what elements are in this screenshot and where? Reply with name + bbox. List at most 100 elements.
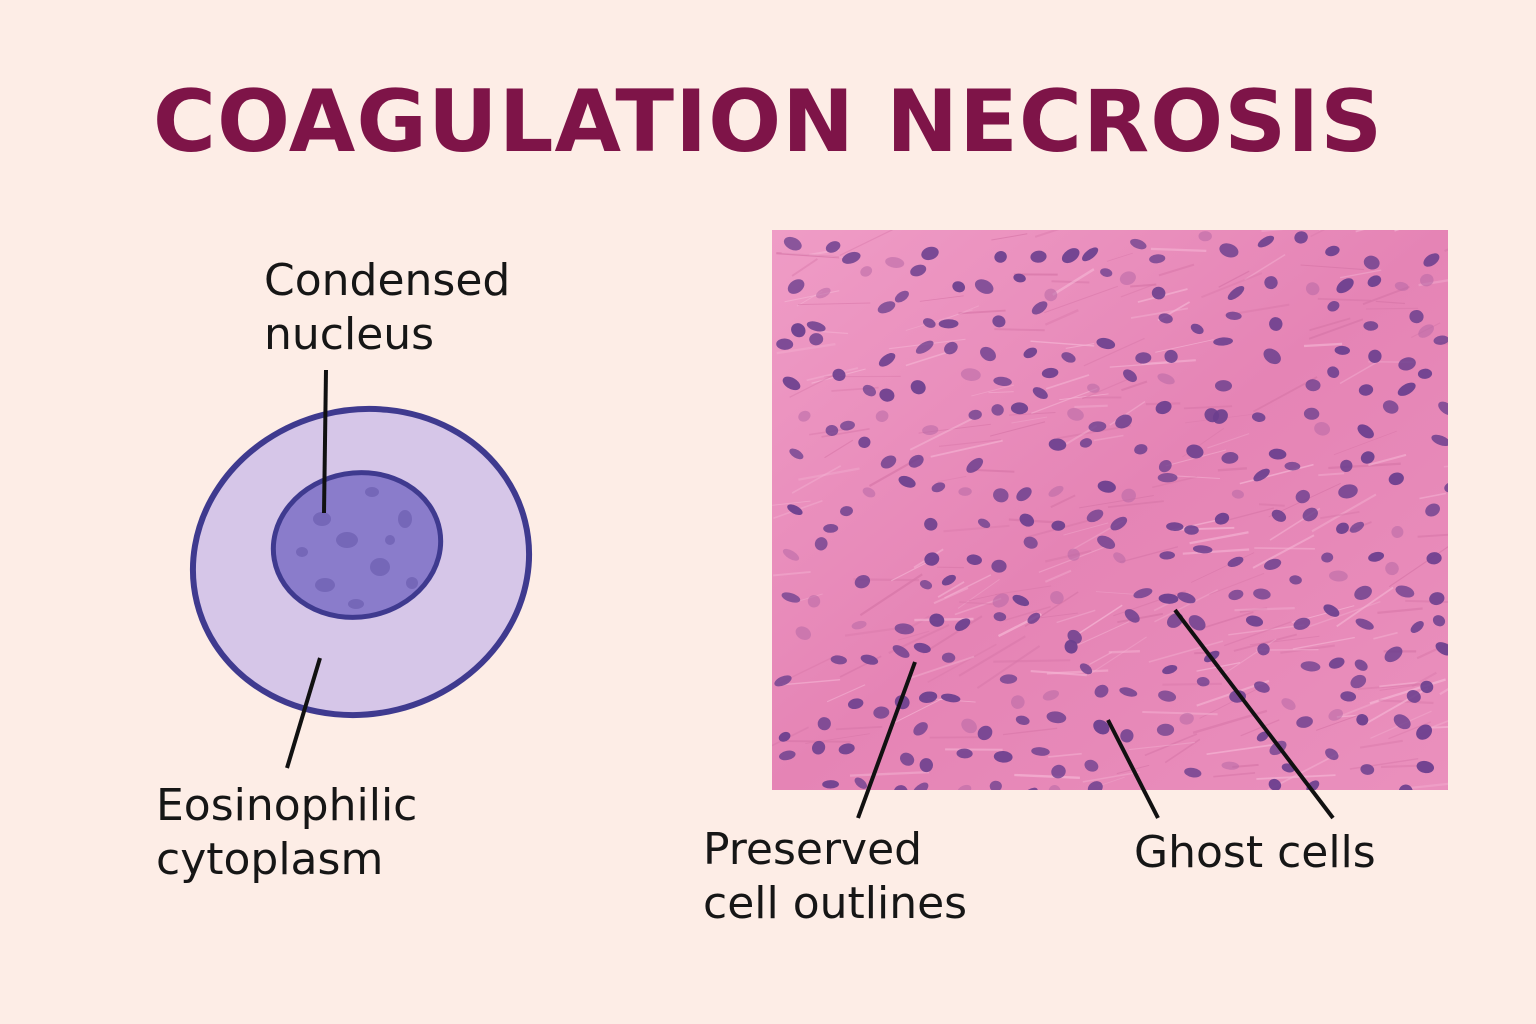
cytoplasm-leader-line — [285, 657, 322, 769]
stroma-fiber — [835, 725, 883, 731]
tissue-nucleus — [1162, 665, 1178, 675]
ghost-cell-nucleus — [860, 266, 873, 277]
tissue-nucleus — [1023, 347, 1038, 359]
tissue-nucleus — [1166, 522, 1184, 532]
stroma-fiber — [1311, 493, 1377, 533]
stroma-fiber — [897, 630, 930, 641]
stroma-fiber — [1201, 611, 1254, 630]
tissue-nucleus — [1300, 661, 1321, 672]
stroma-fiber — [1081, 378, 1130, 400]
stroma-fiber — [1308, 318, 1364, 340]
ghost-cell-nucleus — [1420, 273, 1434, 287]
ghost-cell-nucleus — [1418, 324, 1434, 338]
stroma-fiber — [791, 258, 818, 277]
ghost-cell-nucleus — [961, 718, 977, 734]
tissue-nucleus — [977, 518, 991, 528]
tissue-nucleus — [1425, 503, 1440, 517]
tissue-nucleus — [781, 592, 801, 603]
tissue-nucleus — [878, 352, 896, 367]
tissue-nucleus — [1382, 400, 1399, 414]
tissue-nucleus — [1433, 335, 1448, 345]
tissue-nucleus — [1221, 452, 1239, 464]
stroma-fiber — [824, 439, 854, 459]
ghost-cell-nucleus — [807, 595, 821, 608]
tissue-nucleus — [993, 488, 1009, 503]
stroma-fiber — [1162, 682, 1222, 686]
tissue-nucleus — [894, 290, 909, 303]
tissue-nucleus — [832, 368, 846, 381]
stroma-fiber — [1422, 726, 1448, 729]
stroma-fiber — [1014, 773, 1080, 779]
tissue-nucleus — [1019, 513, 1035, 527]
stroma-fiber — [1107, 500, 1164, 508]
ghost-cell-nucleus — [782, 548, 800, 561]
tissue-nucleus — [991, 404, 1004, 416]
tissue-nucleus — [1350, 674, 1367, 689]
tissue-nucleus — [1284, 461, 1301, 471]
tissue-nucleus — [919, 758, 934, 773]
stroma-fiber — [1063, 522, 1109, 536]
ghost-cell-nucleus — [1281, 698, 1296, 711]
tissue-nucleus — [1368, 551, 1385, 562]
stroma-fiber — [993, 659, 1071, 663]
stroma-fiber — [1223, 621, 1292, 647]
ghost-cell-nucleus — [1119, 271, 1136, 286]
tissue-nucleus — [1305, 379, 1321, 392]
stroma-fiber — [1300, 264, 1365, 271]
stroma-fiber — [930, 439, 1003, 458]
stroma-fiber — [919, 295, 964, 302]
tissue-nucleus — [1156, 723, 1175, 736]
tissue-nucleus — [968, 409, 982, 420]
tissue-nucleus — [778, 731, 791, 742]
tissue-nucleus — [840, 506, 853, 517]
ghost-cells-label: Ghost cells — [1134, 826, 1376, 880]
stroma-fiber — [1316, 714, 1361, 731]
stroma-fiber — [1190, 552, 1255, 583]
tissue-nucleus — [919, 580, 933, 590]
tissue-nucleus — [994, 251, 1007, 263]
tissue-nucleus — [862, 384, 876, 397]
stroma-fiber — [776, 342, 836, 355]
stroma-fiber — [1249, 635, 1320, 646]
stroma-fiber — [1073, 621, 1130, 648]
tissue-nucleus — [1368, 349, 1382, 363]
tissue-nucleus — [1213, 337, 1233, 346]
tissue-nucleus — [1032, 387, 1048, 400]
stroma-fiber — [1095, 591, 1136, 595]
tissue-nucleus — [1093, 719, 1110, 735]
tissue-nucleus — [779, 750, 796, 761]
stroma-fiber — [1129, 741, 1195, 751]
stroma-fiber — [1256, 774, 1336, 780]
stroma-fiber — [988, 391, 1014, 394]
tissue-nucleus — [854, 575, 871, 589]
tissue-nucleus — [1177, 592, 1196, 604]
tissue-nucleus — [1355, 618, 1374, 630]
tissue-nucleus — [924, 552, 940, 566]
stroma-fiber — [1234, 607, 1295, 612]
stroma-fiber — [1411, 671, 1437, 688]
stroma-fiber — [1077, 604, 1123, 635]
stroma-fiber — [1209, 572, 1265, 596]
tissue-nucleus — [877, 301, 896, 314]
tissue-nucleus — [1296, 716, 1313, 728]
tissue-nucleus — [1097, 480, 1116, 493]
stroma-fiber — [1201, 272, 1263, 299]
tissue-nucleus — [1186, 444, 1204, 459]
tissue-nucleus — [1064, 639, 1078, 654]
stroma-fiber — [968, 593, 998, 601]
tissue-nucleus — [1268, 778, 1282, 790]
tissue-nucleus — [1334, 345, 1350, 355]
tissue-nucleus — [1212, 409, 1228, 424]
tissue-nucleus — [1321, 552, 1334, 563]
stroma-fiber — [1089, 651, 1113, 665]
tissue-nucleus — [830, 655, 847, 665]
tissue-nucleus — [1031, 301, 1048, 315]
tissue-nucleus — [1190, 323, 1204, 335]
stroma-fiber — [859, 573, 923, 617]
stroma-fiber — [1065, 343, 1095, 349]
ghost-cell-nucleus — [1113, 552, 1126, 564]
condensed-nucleus-label: Condensed nucleus — [264, 254, 510, 362]
tissue-nucleus — [1406, 689, 1421, 703]
tissue-nucleus — [913, 722, 928, 736]
ghost-cell-nucleus — [875, 410, 889, 422]
